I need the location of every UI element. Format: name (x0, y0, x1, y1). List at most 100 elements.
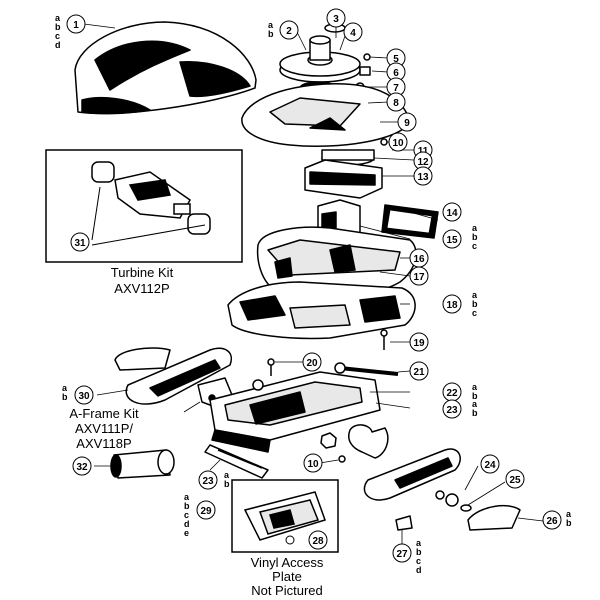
svg-text:30: 30 (78, 391, 90, 402)
svg-text:b: b (224, 479, 230, 489)
callout-29: 29 (196, 500, 216, 520)
turbine-kit-part-number: AXV112P (114, 281, 169, 296)
aframe-kit-part-number-1: AXV111P/ (75, 421, 133, 436)
suffix-15: abc (472, 223, 478, 251)
svg-text:26: 26 (546, 516, 558, 527)
callout-15: 15 (442, 229, 462, 249)
callout-23-right: 23 (442, 399, 462, 419)
suffix-18: abc (472, 290, 478, 318)
svg-text:31: 31 (74, 238, 86, 249)
leader-lines (83, 22, 544, 545)
svg-text:b: b (55, 22, 61, 32)
svg-text:27: 27 (396, 549, 408, 560)
callout-21: 21 (409, 361, 429, 381)
vinyl-plate-caption-3: Not Pictured (251, 583, 323, 598)
svg-text:d: d (416, 565, 422, 575)
svg-text:d: d (184, 519, 190, 529)
part-hex-nut (320, 432, 337, 449)
part-25-cap (460, 504, 472, 512)
svg-text:13: 13 (417, 172, 429, 183)
svg-text:16: 16 (413, 254, 425, 265)
svg-text:25: 25 (509, 475, 521, 486)
part-2-drive-gear (279, 35, 361, 83)
svg-text:5: 5 (393, 54, 399, 65)
svg-text:b: b (62, 392, 68, 402)
svg-text:c: c (472, 308, 477, 318)
part-9-upper-housing (241, 83, 411, 148)
svg-text:4: 4 (350, 28, 356, 39)
aframe-kit-caption: A-Frame Kit (69, 406, 139, 421)
aframe-kit-part-number-2: AXV118P (76, 436, 131, 451)
svg-text:a: a (62, 383, 68, 393)
svg-text:c: c (416, 556, 421, 566)
vinyl-plate-panel (231, 479, 339, 553)
callout-27: 27 (392, 543, 412, 563)
svg-text:7: 7 (393, 83, 399, 94)
part-5-screw (363, 53, 371, 61)
part-20-screw (267, 358, 275, 376)
svg-text:b: b (472, 391, 478, 401)
svg-text:24: 24 (484, 460, 496, 471)
part-1-top-cover (74, 21, 257, 115)
part-30-side-tread (114, 347, 232, 405)
svg-text:b: b (472, 232, 478, 242)
svg-text:d: d (55, 40, 61, 50)
callout-2: 2 (279, 20, 299, 40)
svg-text:b: b (184, 501, 190, 511)
svg-text:3: 3 (333, 14, 339, 25)
callout-3: 3 (326, 8, 346, 28)
part-19-pin (380, 329, 388, 350)
callout-25: 25 (505, 469, 525, 489)
svg-text:c: c (472, 241, 477, 251)
part-23-skirt (204, 444, 269, 479)
callout-23-left: 23 (198, 470, 218, 490)
turbine-kit-panel (45, 149, 243, 263)
suffix-22: ab (472, 382, 478, 401)
svg-text:a: a (416, 538, 422, 548)
svg-text:8: 8 (393, 98, 399, 109)
part-18-base-plate (227, 281, 416, 340)
part-27-clip (395, 515, 413, 531)
callout-32: 32 (72, 456, 92, 476)
part-10-screw-bottom (338, 455, 346, 463)
part-21-axle (334, 362, 399, 376)
callout-16: 16 (409, 248, 429, 268)
svg-text:20: 20 (306, 358, 318, 369)
part-31-turbine-rotor (91, 161, 211, 235)
svg-text:e: e (184, 528, 189, 538)
turbine-kit-caption: Turbine Kit (111, 265, 174, 280)
part-13-turbine-housing (304, 159, 383, 199)
suffix-26: ab (566, 509, 572, 528)
svg-text:19: 19 (413, 338, 425, 349)
svg-text:a: a (184, 492, 190, 502)
svg-text:21: 21 (413, 367, 425, 378)
svg-text:10: 10 (307, 459, 319, 470)
callout-14: 14 (442, 202, 462, 222)
svg-text:10: 10 (392, 138, 404, 149)
svg-text:6: 6 (393, 68, 399, 79)
callout-1: 1 (66, 14, 86, 34)
callout-9: 9 (397, 112, 417, 132)
svg-text:18: 18 (446, 300, 458, 311)
svg-text:b: b (566, 518, 572, 528)
callout-28: 28 (308, 530, 328, 550)
callout-13: 13 (413, 166, 433, 186)
callout-8: 8 (386, 92, 406, 112)
svg-text:a: a (472, 382, 478, 392)
part-22-chassis (209, 371, 381, 453)
svg-text:c: c (184, 510, 189, 520)
suffix-30: ab (62, 383, 68, 402)
svg-text:28: 28 (312, 536, 324, 547)
part-24-washer (435, 490, 459, 507)
svg-text:2: 2 (286, 26, 292, 37)
callout-30: 30 (74, 385, 94, 405)
vinyl-plate-caption-1: Vinyl Access (251, 555, 324, 570)
svg-text:11: 11 (418, 146, 429, 157)
svg-text:29: 29 (200, 506, 212, 517)
callout-18: 18 (442, 294, 462, 314)
callout-20: 20 (302, 352, 322, 372)
